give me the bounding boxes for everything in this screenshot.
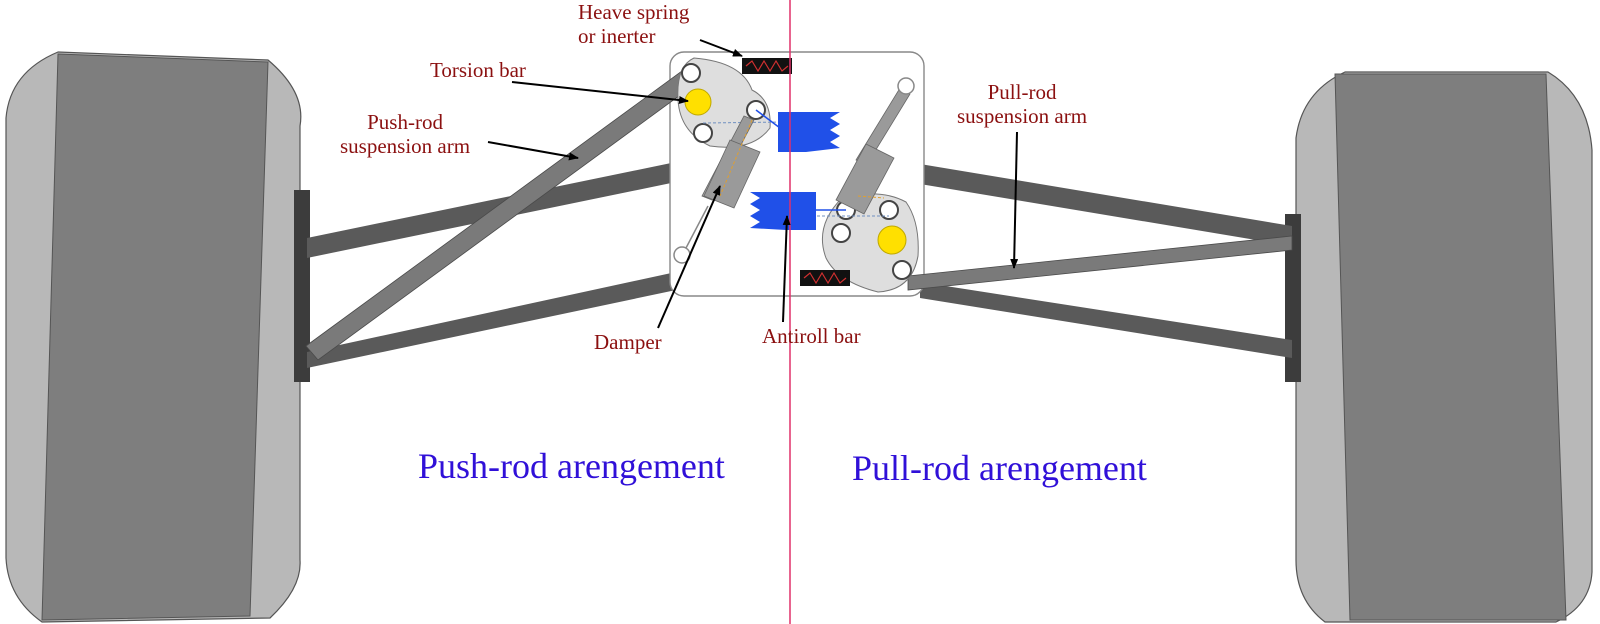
push-rod-caption: Push-rod arengement xyxy=(418,446,725,486)
pull-rod-arm-label: Pull-rod suspension arm xyxy=(957,80,1087,128)
right-upper-arm xyxy=(920,164,1292,246)
heave-spring-label-line1: Heave spring xyxy=(578,0,690,24)
right-antiroll-bar xyxy=(750,192,846,230)
damper-arrow xyxy=(657,185,721,329)
right-torsion-bar xyxy=(877,225,907,255)
right-rocker-pivot-b xyxy=(879,200,899,220)
left-heave-spring-coil xyxy=(745,59,789,73)
push-rod-assembly xyxy=(305,57,840,361)
push-rod-arm-label-line1: Push-rod xyxy=(367,110,443,134)
damper-label: Damper xyxy=(594,330,662,354)
antiroll-bar-label: Antiroll bar xyxy=(762,324,861,348)
right-tire-tread xyxy=(1334,73,1567,621)
push-rod-arm-label-line2: suspension arm xyxy=(340,134,471,158)
antiroll-bar-arrow xyxy=(782,215,791,323)
left-torsion-bar xyxy=(684,88,712,116)
pull-rod xyxy=(907,235,1293,291)
pull-rod-caption: Pull-rod arengement xyxy=(852,448,1147,488)
left-lower-arm xyxy=(307,272,676,368)
push-rod-arm-label: Push-rod suspension arm xyxy=(340,110,470,158)
torsion-bar-label: Torsion bar xyxy=(430,58,526,82)
right-damper-mount xyxy=(897,77,915,95)
left-antiroll-bar xyxy=(755,109,840,152)
right-lower-arm xyxy=(920,282,1292,358)
right-wheel xyxy=(1285,71,1593,623)
heave-spring-label: Heave spring or inerter xyxy=(578,0,689,48)
torsion-bar-arrow xyxy=(511,81,689,105)
pull-rod-arm-arrow xyxy=(1010,131,1019,269)
left-wheel xyxy=(5,51,310,623)
pull-rod-assembly xyxy=(750,77,1293,293)
pull-rod-arm-label-line1: Pull-rod xyxy=(987,80,1057,104)
push-rod-pivot xyxy=(681,63,701,83)
left-tire-tread xyxy=(41,53,269,621)
left-upright xyxy=(294,190,310,382)
heave-spring-label-line2: or inerter xyxy=(578,24,656,48)
left-rocker-pivot-b xyxy=(693,123,713,143)
pull-rod-pivot xyxy=(892,260,912,280)
right-damper xyxy=(835,77,915,215)
pull-rod-arm-label-line2: suspension arm xyxy=(957,104,1088,128)
push-rod-arm-arrow xyxy=(487,141,579,161)
right-rocker-pivot-c xyxy=(831,223,851,243)
leader-arrows xyxy=(487,39,1019,329)
right-heave-spring-coil xyxy=(803,271,847,285)
heave-spring-arrow xyxy=(699,39,743,57)
